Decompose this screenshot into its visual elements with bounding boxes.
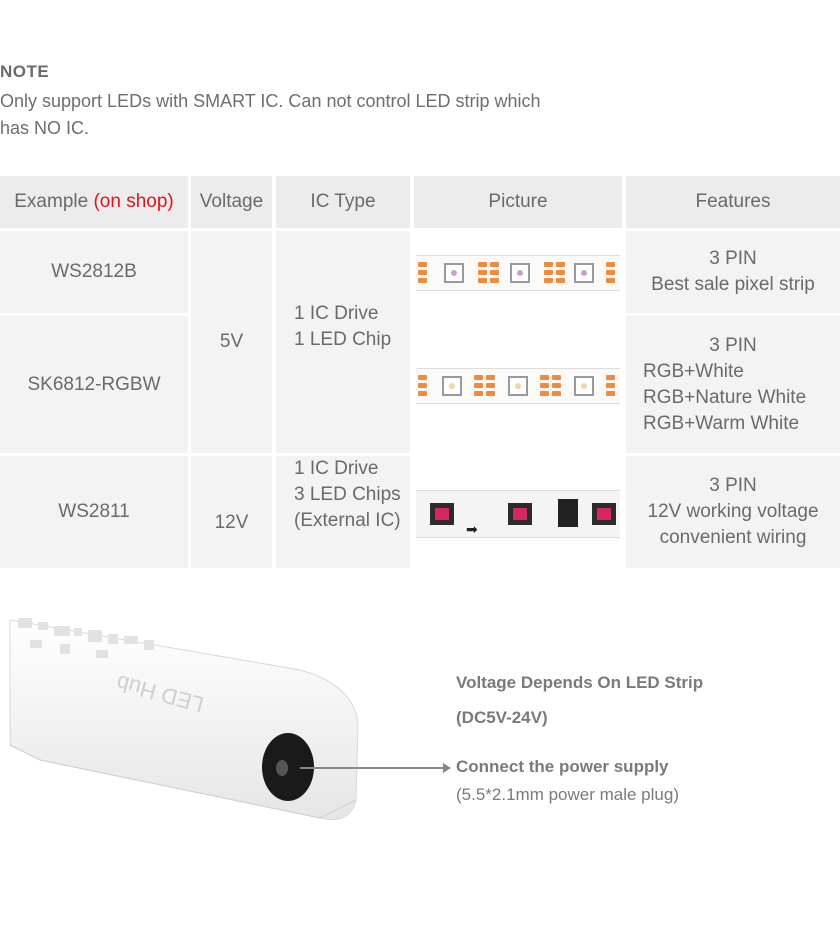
feature-line: 3 PIN bbox=[709, 334, 757, 356]
ic-12v-line-1: 1 IC Drive bbox=[294, 458, 379, 479]
ic-type-5v: 1 IC Drive 1 LED Chip bbox=[276, 231, 410, 453]
ws2811-strip-image: ➡ bbox=[416, 490, 620, 538]
rgb-led-icon bbox=[592, 503, 616, 525]
note-title: NOTE bbox=[0, 62, 50, 81]
ws2812b-strip-image bbox=[416, 255, 620, 291]
row-sk6812-example: SK6812-RGBW bbox=[0, 316, 188, 453]
picture-ws2812b bbox=[414, 231, 622, 313]
ic-5v-line-2: 1 LED Chip bbox=[294, 329, 392, 350]
picture-ws2811: ➡ bbox=[414, 456, 622, 568]
row-ws2812b-example: WS2812B bbox=[0, 231, 188, 313]
ic-12v-line-3: (External IC) bbox=[294, 510, 401, 531]
voltage-12v: 12V bbox=[191, 456, 272, 568]
arrow-right-icon: ➡ bbox=[466, 521, 478, 537]
comparison-table: Example (on shop) Voltage IC Type Pictur… bbox=[0, 176, 840, 568]
led-chip-icon bbox=[508, 376, 528, 396]
connect-title: Connect the power supply bbox=[456, 757, 669, 776]
voltage-5v: 5V bbox=[191, 231, 272, 453]
sk6812-strip-image bbox=[416, 368, 620, 404]
feature-line: convenient wiring bbox=[659, 527, 807, 548]
row-ws2811-example: WS2811 bbox=[0, 456, 188, 568]
feature-line: RGB+Nature White bbox=[643, 386, 807, 408]
led-chip-icon bbox=[510, 263, 530, 283]
led-chip-icon bbox=[442, 376, 462, 396]
note-section: NOTE Only support LEDs with SMART IC. Ca… bbox=[0, 62, 620, 142]
header-picture: Picture bbox=[414, 176, 622, 228]
feature-line: RGB+Warm White bbox=[643, 412, 800, 434]
header-example: Example (on shop) bbox=[0, 176, 188, 228]
led-chip-icon bbox=[444, 263, 464, 283]
rgb-led-icon bbox=[508, 503, 532, 525]
ic-chip-icon bbox=[558, 499, 578, 527]
feature-line: Best sale pixel strip bbox=[651, 274, 815, 295]
features-ws2811: 3 PIN 12V working voltage convenient wir… bbox=[626, 456, 840, 568]
ic-type-12v: 1 IC Drive 3 LED Chips (External IC) bbox=[276, 456, 410, 568]
feature-line: 3 PIN bbox=[709, 475, 757, 496]
led-chip-icon bbox=[574, 376, 594, 396]
note-line-1: Only support LEDs with SMART IC. Can not… bbox=[0, 91, 541, 111]
picture-sk6812 bbox=[414, 316, 622, 453]
features-ws2812b: 3 PIN Best sale pixel strip bbox=[626, 231, 840, 313]
features-sk6812: 3 PIN RGB+White RGB+Nature White RGB+War… bbox=[626, 316, 840, 453]
power-jack-icon bbox=[262, 733, 314, 801]
feature-line: RGB+White bbox=[643, 360, 744, 382]
controller-device-image: LED Hub bbox=[9, 618, 359, 820]
ic-12v-line-2: 3 LED Chips bbox=[294, 484, 401, 505]
qr-code-icon bbox=[18, 618, 154, 658]
led-chip-icon bbox=[574, 263, 594, 283]
voltage-title: Voltage Depends On LED Strip bbox=[456, 673, 704, 692]
header-features: Features bbox=[626, 176, 840, 228]
connect-subtitle: (5.5*2.1mm power male plug) bbox=[456, 785, 679, 804]
voltage-range: (DC5V-24V) bbox=[456, 708, 548, 727]
pointer-arrow bbox=[300, 763, 451, 773]
header-example-red: (on shop) bbox=[93, 191, 174, 212]
header-voltage: Voltage bbox=[191, 176, 272, 228]
ic-5v-line-1: 1 IC Drive bbox=[294, 303, 379, 324]
feature-line: 3 PIN bbox=[709, 248, 757, 269]
note-line-2: has NO IC. bbox=[0, 118, 90, 138]
header-ic-type: IC Type bbox=[276, 176, 410, 228]
feature-line: 12V working voltage bbox=[647, 501, 819, 522]
rgb-led-icon bbox=[430, 503, 454, 525]
header-example-label: Example bbox=[14, 191, 89, 212]
